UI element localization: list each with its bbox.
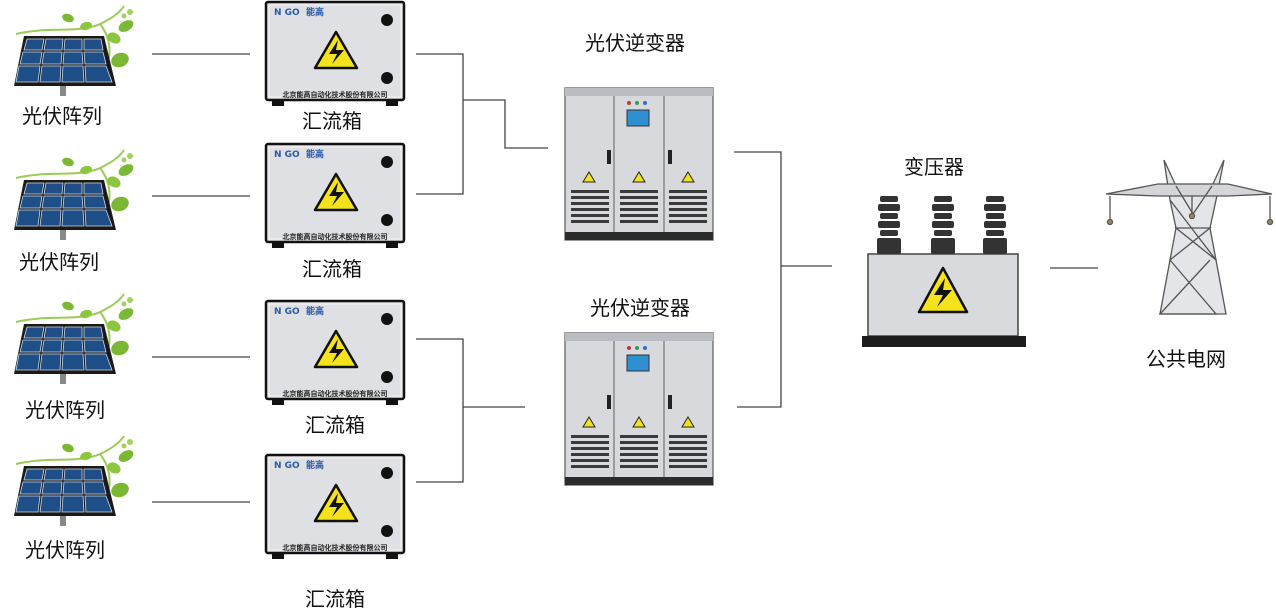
transformer-icon: [862, 196, 1026, 347]
pv-array-label: 光伏阵列: [25, 398, 105, 422]
maker-name: 北京能高自动化技术股份有限公司: [283, 389, 388, 398]
inverter-cabinet-icon: [564, 332, 714, 486]
brand-logo: N GO: [274, 8, 300, 18]
pv-array-label: 光伏阵列: [19, 250, 99, 274]
solar-panel-icon: [13, 5, 137, 97]
connection-lines: [152, 53, 1098, 503]
pv-array-label: 光伏阵列: [22, 104, 102, 128]
combiner-box-2: N GO 能高 北京能高自动化技术股份有限公司: [264, 142, 406, 250]
inverter-label: 光伏逆变器: [590, 296, 690, 320]
pv-array-label: 光伏阵列: [25, 538, 105, 562]
brand-logo-cn: 能高: [306, 305, 324, 317]
combiner-box-1: N GO 能高 北京能高自动化技术股份有限公司: [264, 0, 406, 108]
maker-name: 北京能高自动化技术股份有限公司: [283, 90, 388, 99]
combiner-box-label: 汇流箱: [302, 257, 362, 281]
brand-logo-cn: 能高: [306, 148, 324, 160]
brand-logo: N GO: [274, 150, 300, 160]
combiner-box-4: N GO 能高 北京能高自动化技术股份有限公司: [264, 453, 406, 561]
combiner-box-label: 汇流箱: [302, 109, 362, 133]
brand-logo-cn: 能高: [306, 6, 324, 18]
combiner-box-label: 汇流箱: [305, 413, 365, 437]
inverter-cabinet-icon: [564, 87, 714, 241]
brand-logo: N GO: [274, 307, 300, 317]
transformer-label: 变压器: [904, 155, 964, 179]
maker-name: 北京能高自动化技术股份有限公司: [283, 232, 388, 241]
brand-logo: N GO: [274, 461, 300, 471]
combiner-box-label: 汇流箱: [305, 587, 365, 611]
solar-panel-icon: [13, 149, 137, 241]
combiner-box-3: N GO 能高 北京能高自动化技术股份有限公司: [264, 299, 406, 407]
solar-panel-icon: [13, 293, 137, 385]
solar-panel-icon: [13, 435, 137, 527]
transmission-tower-icon: [1105, 159, 1274, 315]
inverter-label: 光伏逆变器: [585, 31, 685, 55]
brand-logo-cn: 能高: [306, 459, 324, 471]
grid-label: 公共电网: [1146, 347, 1226, 371]
maker-name: 北京能高自动化技术股份有限公司: [283, 543, 388, 552]
